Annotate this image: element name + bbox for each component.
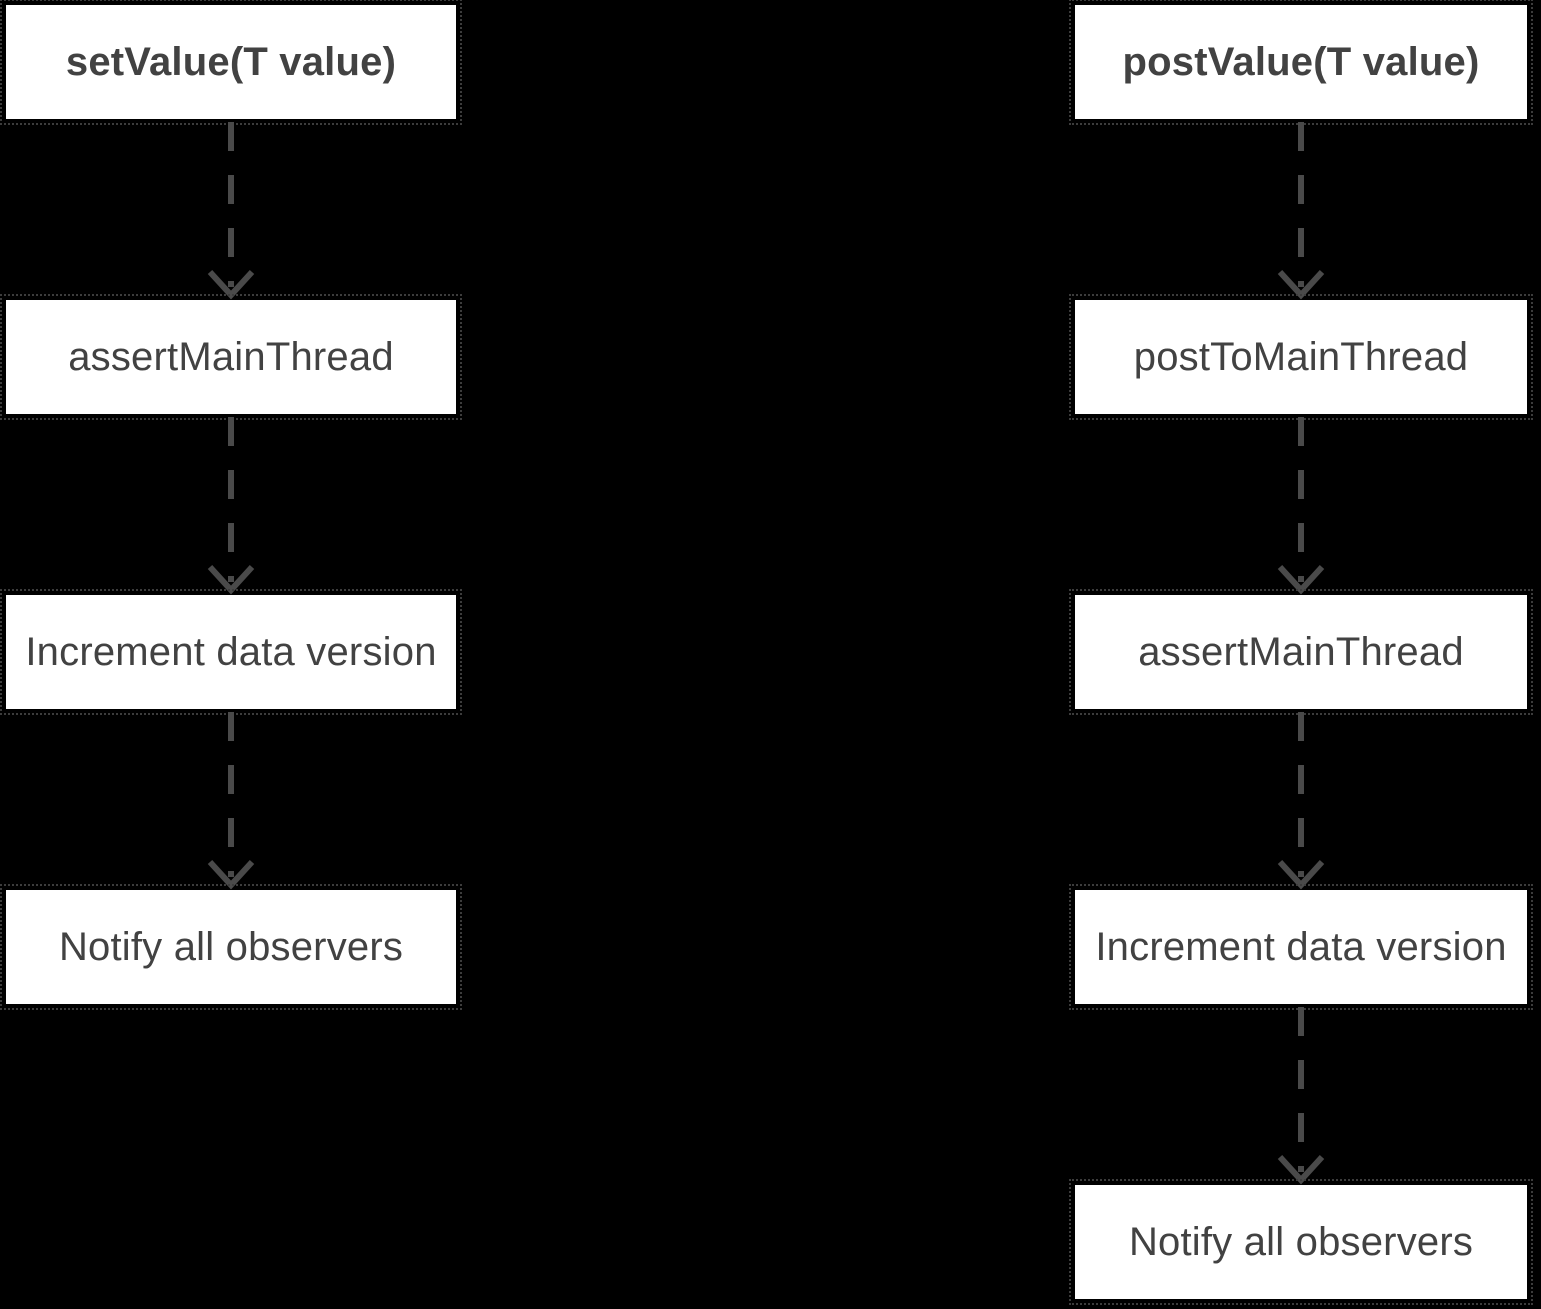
arrow-down-icon (1277, 712, 1325, 890)
node-notify-all-observers: Notify all observers (0, 884, 462, 1010)
arrow-down-icon (207, 712, 255, 890)
node-postvalue: postValue(T value) (1069, 0, 1533, 125)
node-assert-main-thread: assertMainThread (0, 294, 462, 420)
arrow-down-icon (1277, 122, 1325, 300)
node-post-to-main-thread: postToMainThread (1069, 294, 1533, 420)
arrow-down-icon (1277, 1007, 1325, 1185)
node-increment-data-version: Increment data version (1069, 884, 1533, 1010)
node-assert-main-thread: assertMainThread (1069, 589, 1533, 715)
node-notify-all-observers: Notify all observers (1069, 1179, 1533, 1305)
arrow-down-icon (1277, 417, 1325, 595)
node-increment-data-version: Increment data version (0, 589, 462, 715)
arrow-down-icon (207, 122, 255, 300)
arrow-down-icon (207, 417, 255, 595)
node-setvalue: setValue(T value) (0, 0, 462, 125)
